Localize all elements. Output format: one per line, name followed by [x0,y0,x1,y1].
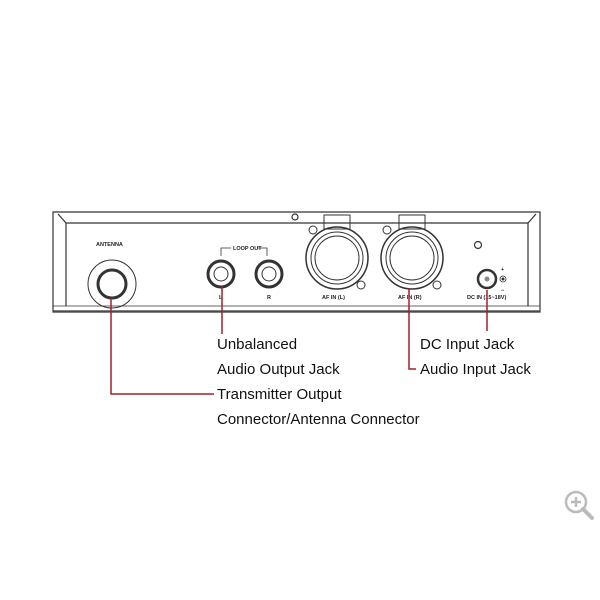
af-in-left-label: AF IN (L) [322,295,345,301]
minus-label: − [501,288,504,294]
audio-input-leader-line [408,288,416,370]
plus-label: + [501,267,504,273]
transmitter-label-line2: Connector/Antenna Connector [217,411,420,428]
loop-out-label: LOOP OUT [233,246,262,252]
transmitter-label-line1: Transmitter Output [217,386,342,403]
antenna-connector: ANTENNA [87,242,137,309]
antenna-label: ANTENNA [96,242,123,248]
zoom-in-icon[interactable] [562,488,596,522]
unbalanced-label-line2: Audio Output Jack [217,361,340,378]
dc-input-label: DC Input Jack [420,336,515,353]
af-in-right-xlr: AF IN (R) [380,214,444,301]
loop-out-right-label: R [267,295,271,301]
audio-input-label: Audio Input Jack [420,361,531,378]
loop-out-jacks: LOOP OUT L R [206,246,284,301]
device-chassis [52,211,541,313]
antenna-leader-line [110,298,214,395]
leader-lines [110,286,488,395]
loop-out-left-label: L [219,295,223,301]
af-in-right-label: AF IN (R) [398,295,422,301]
unbalanced-label-line1: Unbalanced [217,336,298,353]
af-in-left-xlr: AF IN (L) [305,214,369,301]
